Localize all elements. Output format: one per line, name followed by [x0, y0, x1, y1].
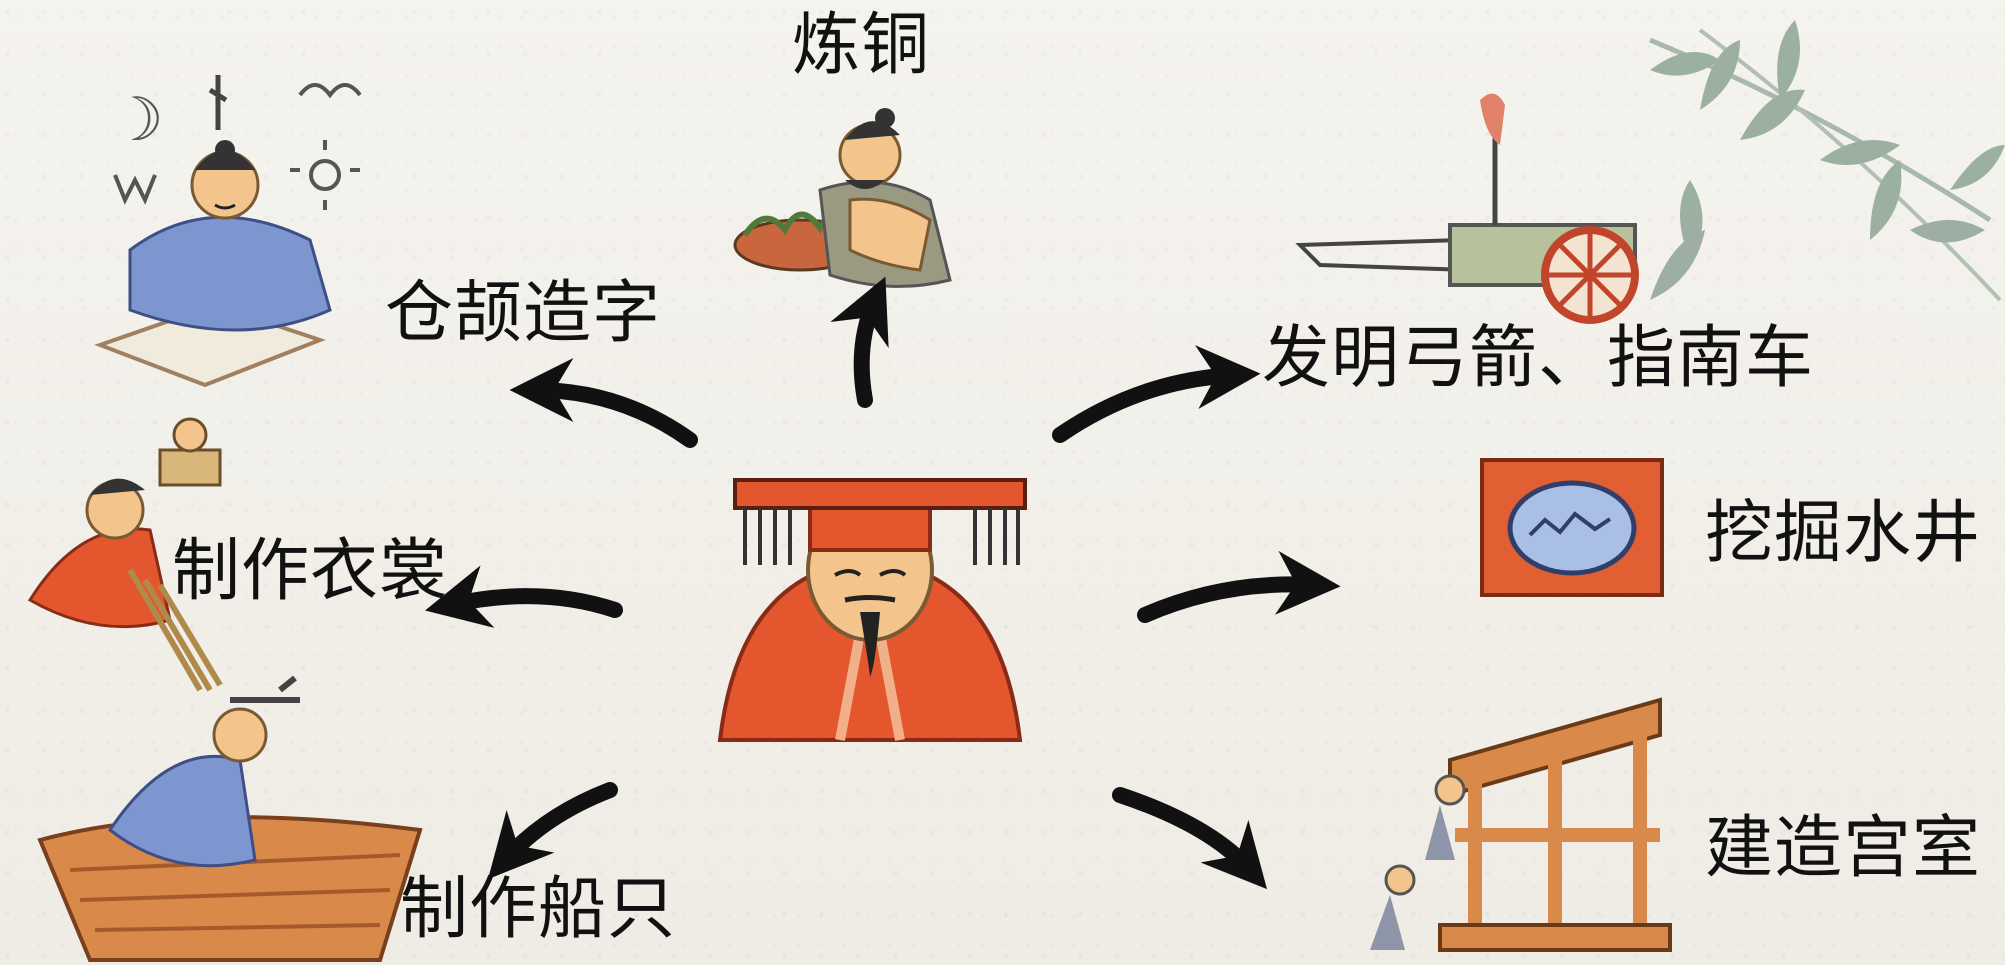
label-cangjie-writing: 仓颉造字 — [385, 274, 662, 353]
smelting-illustration — [733, 108, 952, 288]
water-well-illustration — [1480, 458, 1664, 597]
arrow-to-well — [1137, 550, 1341, 623]
label-smelting-copper: 炼铜 — [792, 6, 931, 85]
arrow-to-cangjie — [509, 358, 698, 448]
arrows — [425, 276, 1341, 890]
arrow-to-smelting — [830, 276, 889, 408]
svg-text:☽: ☽ — [110, 85, 164, 155]
clothes-making-illustration — [27, 417, 223, 692]
label-bow-south-chariot: 发明弓箭、指南车 — [1262, 319, 1815, 398]
label-making-boats: 制作船只 — [400, 870, 677, 949]
arrow-to-palace — [1112, 787, 1268, 890]
label-digging-well: 挖掘水井 — [1705, 494, 1982, 573]
label-making-clothes: 制作衣裳 — [172, 532, 449, 611]
arrow-to-chariot — [1052, 345, 1261, 443]
palace-building-illustration — [1370, 697, 1672, 952]
south-pointing-chariot-illustration — [1295, 93, 1639, 324]
emperor-figure — [717, 478, 1027, 742]
arrow-to-boats — [487, 782, 618, 880]
arrow-to-clothes — [425, 565, 623, 628]
boat-building-illustration — [37, 675, 423, 962]
cangjie-illustration: ☽ — [94, 75, 362, 388]
label-building-palace: 建造宫室 — [1705, 809, 1982, 888]
bamboo-decoration — [1649, 20, 2005, 302]
